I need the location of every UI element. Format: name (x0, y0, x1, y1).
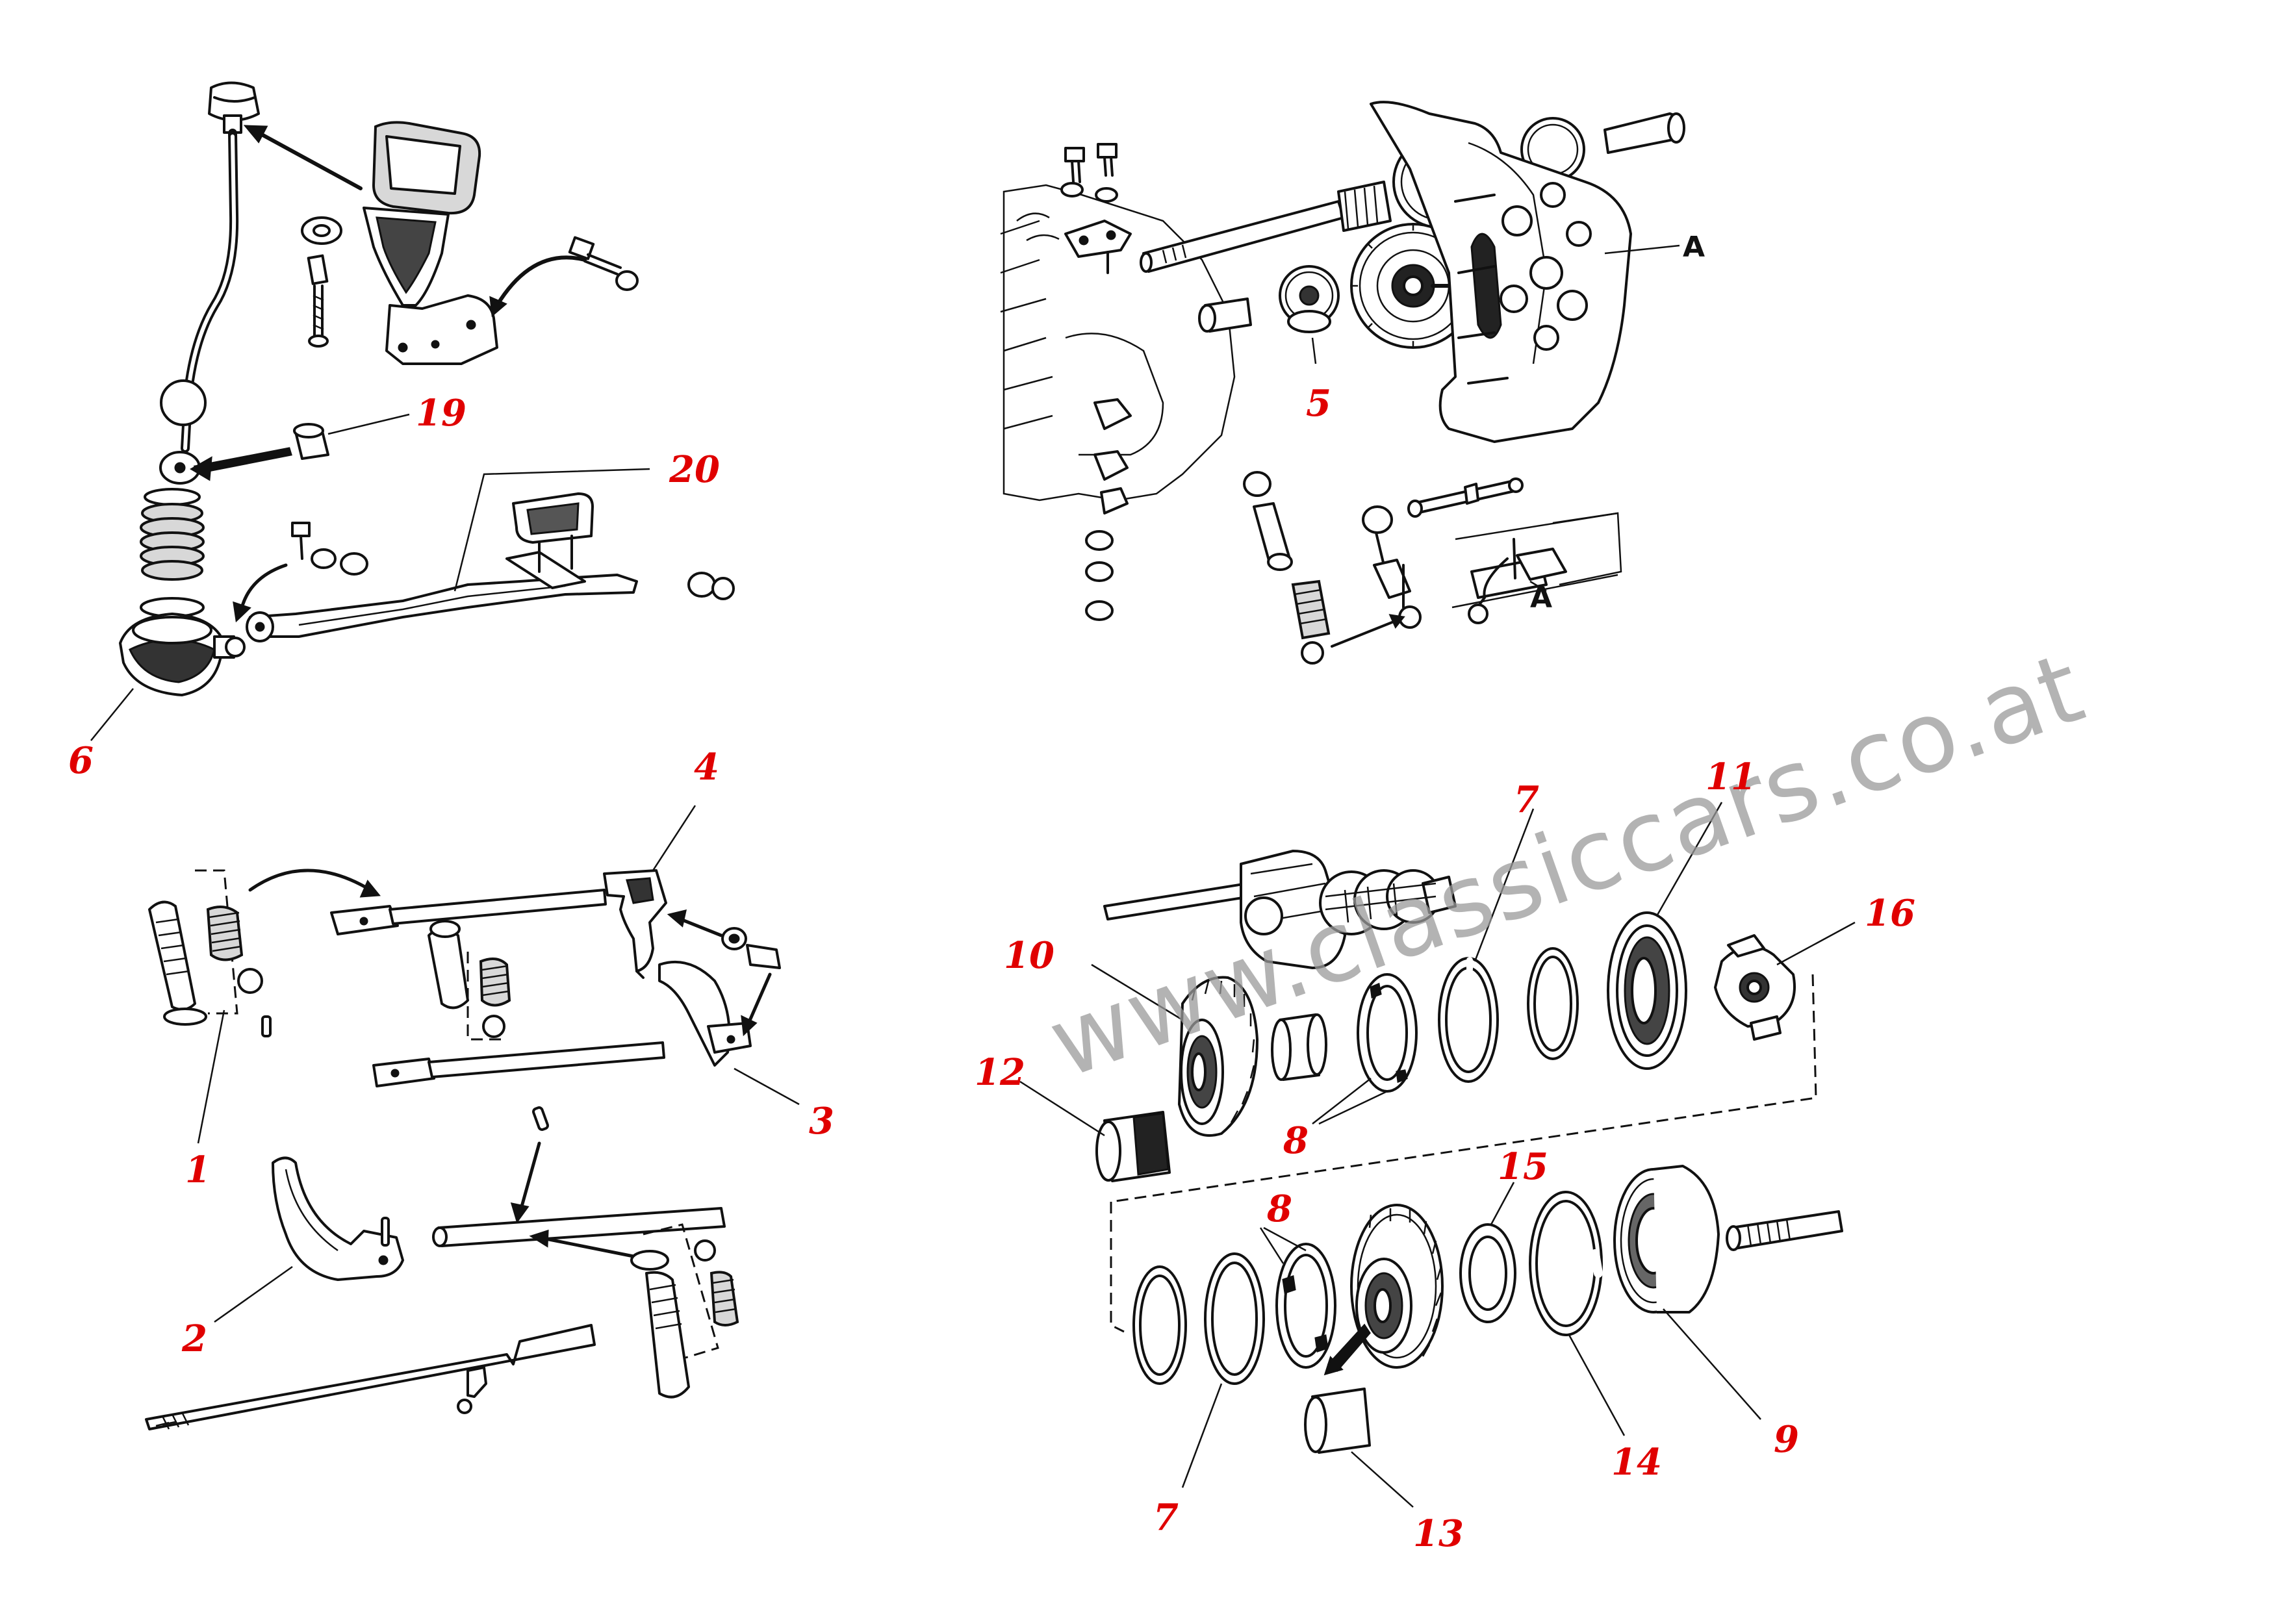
synchro-ring-8-upper (1312, 973, 1418, 1125)
selector-shaft (145, 1324, 596, 1430)
synchro-ring-8-lower (1259, 1226, 1336, 1369)
gearbox-casing (1370, 101, 1632, 443)
fork-bolt (667, 909, 781, 1037)
bush-19 (190, 413, 410, 481)
callout-3: 3 (809, 1100, 834, 1143)
callout-12: 12 (975, 1051, 1025, 1094)
callout-7-upper: 7 (1514, 778, 1539, 821)
gear-knob (208, 81, 260, 134)
letter-a-housing: A (1683, 231, 1705, 264)
callout-11: 11 (1706, 755, 1756, 798)
selector-rod-20 (246, 468, 735, 642)
callout-2: 2 (181, 1317, 207, 1360)
selector-fork-3 (658, 960, 800, 1106)
gear-train-assembly (1019, 802, 1856, 1508)
selector-fork-2 (214, 1156, 404, 1323)
arrow-bolt-to-bracket (495, 255, 587, 307)
synchro-hub-11 (1607, 802, 1723, 1070)
gearbox-overview (1103, 850, 1457, 969)
detent-plunger-third (630, 1223, 739, 1399)
callout-8-upper: 8 (1283, 1119, 1309, 1162)
callout-14: 14 (1611, 1441, 1662, 1484)
pivot-bolt-set (90, 522, 368, 741)
circlip-7-upper (1438, 808, 1535, 1083)
selector-fork-4 (603, 805, 696, 979)
selector-rail-lower (372, 1041, 665, 1087)
lever-gaiter (372, 121, 481, 215)
housing-bolts (1060, 143, 1132, 274)
dashed-bracket-upper (1110, 974, 1817, 1203)
detent-plunger-second (428, 920, 511, 1041)
callout-13: 13 (1413, 1512, 1464, 1555)
callout-1: 1 (185, 1148, 211, 1191)
mainshaft (1140, 181, 1392, 273)
callout-16: 16 (1865, 892, 1915, 935)
part-16 (1714, 921, 1856, 1041)
detent-plunger-1 (148, 869, 272, 1144)
letter-a-detail: A (1530, 581, 1552, 615)
side-bolt (568, 236, 639, 291)
gear-5 (1279, 265, 1340, 364)
callout-5: 5 (1306, 382, 1331, 425)
selector-rail-upper (330, 889, 607, 935)
gearbox-housing-assembly (1000, 101, 1685, 665)
circlip-7-lower (1181, 1252, 1265, 1488)
gear-lever-assembly (119, 81, 639, 696)
selector-rail-third (432, 1106, 726, 1259)
washer-15 (1459, 1182, 1516, 1323)
mount-bolt (307, 254, 329, 348)
circlip-14 (1529, 1191, 1626, 1436)
output-shaft (1726, 1210, 1843, 1251)
callout-6: 6 (68, 739, 94, 782)
dashed-bracket-lower (1110, 1202, 1125, 1333)
callout-10: 10 (1004, 934, 1054, 977)
ring-plain (1527, 947, 1579, 1060)
interlock-parts (1243, 471, 1422, 665)
callout-15: 15 (1498, 1145, 1548, 1188)
callout-9: 9 (1774, 1418, 1799, 1461)
lever-housing (119, 613, 246, 696)
selector-forks-assembly (145, 805, 800, 1430)
layshaft-bush (1198, 298, 1252, 333)
synchro-sleeve (1271, 1013, 1327, 1081)
callout-19: 19 (416, 392, 466, 435)
gear-10 (1091, 963, 1258, 1137)
lever-mount-bracket (363, 207, 498, 365)
bearing-9 (1613, 1165, 1761, 1420)
lever-spring (140, 488, 205, 618)
callout-7-lower: 7 (1153, 1496, 1179, 1539)
gear-lower (1323, 1204, 1444, 1376)
arrow-knob-to-gaiter (251, 128, 363, 190)
lever-ball (160, 379, 207, 426)
housing-small-parts (1085, 398, 1132, 621)
detail-a (1407, 477, 1622, 624)
callout-20: 20 (669, 448, 720, 491)
bush-13 (1304, 1388, 1414, 1508)
bush-12 (1019, 1080, 1171, 1182)
callout-8-lower: 8 (1266, 1187, 1292, 1230)
callout-4: 4 (694, 746, 719, 789)
housing-outline (1003, 184, 1236, 501)
circlip-lower-first (1132, 1265, 1187, 1385)
